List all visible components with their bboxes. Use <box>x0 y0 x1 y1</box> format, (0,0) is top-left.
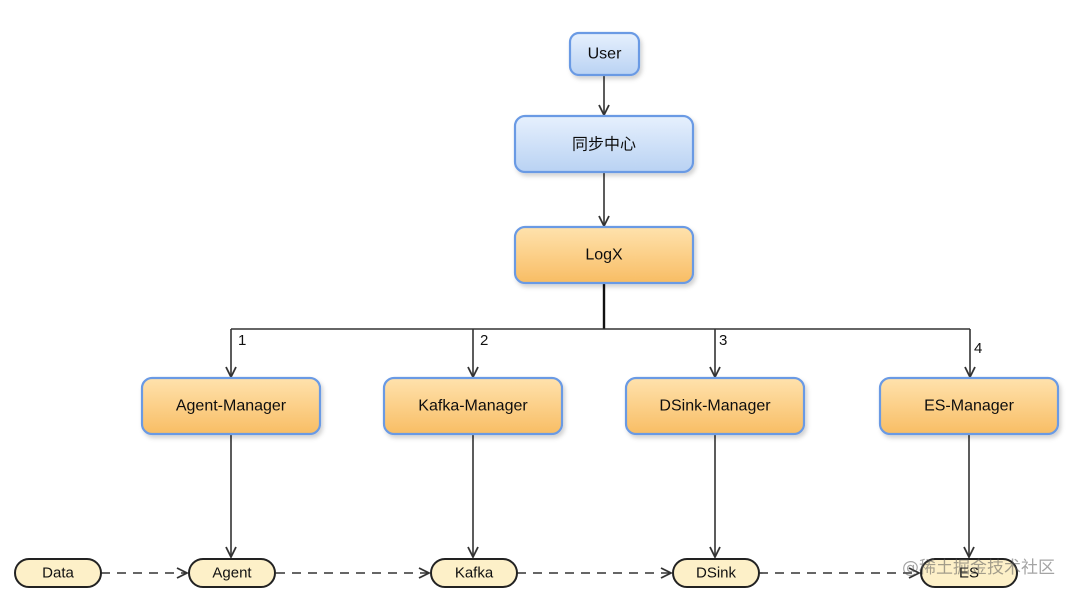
node-user: User <box>568 31 641 77</box>
node-dsink-label: DSink <box>696 565 737 582</box>
node-logx-label: LogX <box>585 247 623 264</box>
node-es-manager: ES-Manager <box>878 376 1060 436</box>
node-sync-center: 同步中心 <box>513 114 695 174</box>
node-data: Data <box>14 558 102 588</box>
node-dsink-manager: DSink-Manager <box>624 376 806 436</box>
node-dsink-manager-label: DSink-Manager <box>659 398 771 415</box>
node-data-label: Data <box>42 565 74 582</box>
node-es-label: ES <box>959 565 979 582</box>
branch-label-1: 1 <box>238 332 246 349</box>
branch-label-3: 3 <box>719 332 727 349</box>
node-kafka-manager-label: Kafka-Manager <box>418 398 528 415</box>
node-agent-manager: Agent-Manager <box>140 376 322 436</box>
branch-label-2: 2 <box>480 332 488 349</box>
node-kafka-manager: Kafka-Manager <box>382 376 564 436</box>
node-es: ES <box>920 558 1018 588</box>
node-kafka: Kafka <box>430 558 518 588</box>
node-logx: LogX <box>513 225 695 285</box>
branch-label-4: 4 <box>974 340 982 357</box>
node-user-label: User <box>588 46 622 63</box>
node-sync-center-label: 同步中心 <box>572 135 636 154</box>
node-kafka-label: Kafka <box>455 565 494 582</box>
node-agent: Agent <box>188 558 276 588</box>
connectors <box>101 76 970 573</box>
node-es-manager-label: ES-Manager <box>924 398 1014 415</box>
node-dsink: DSink <box>672 558 760 588</box>
watermark: @稀土掘金技术社区 <box>902 558 1055 578</box>
node-agent-manager-label: Agent-Manager <box>176 398 287 415</box>
node-agent-label: Agent <box>212 565 252 582</box>
